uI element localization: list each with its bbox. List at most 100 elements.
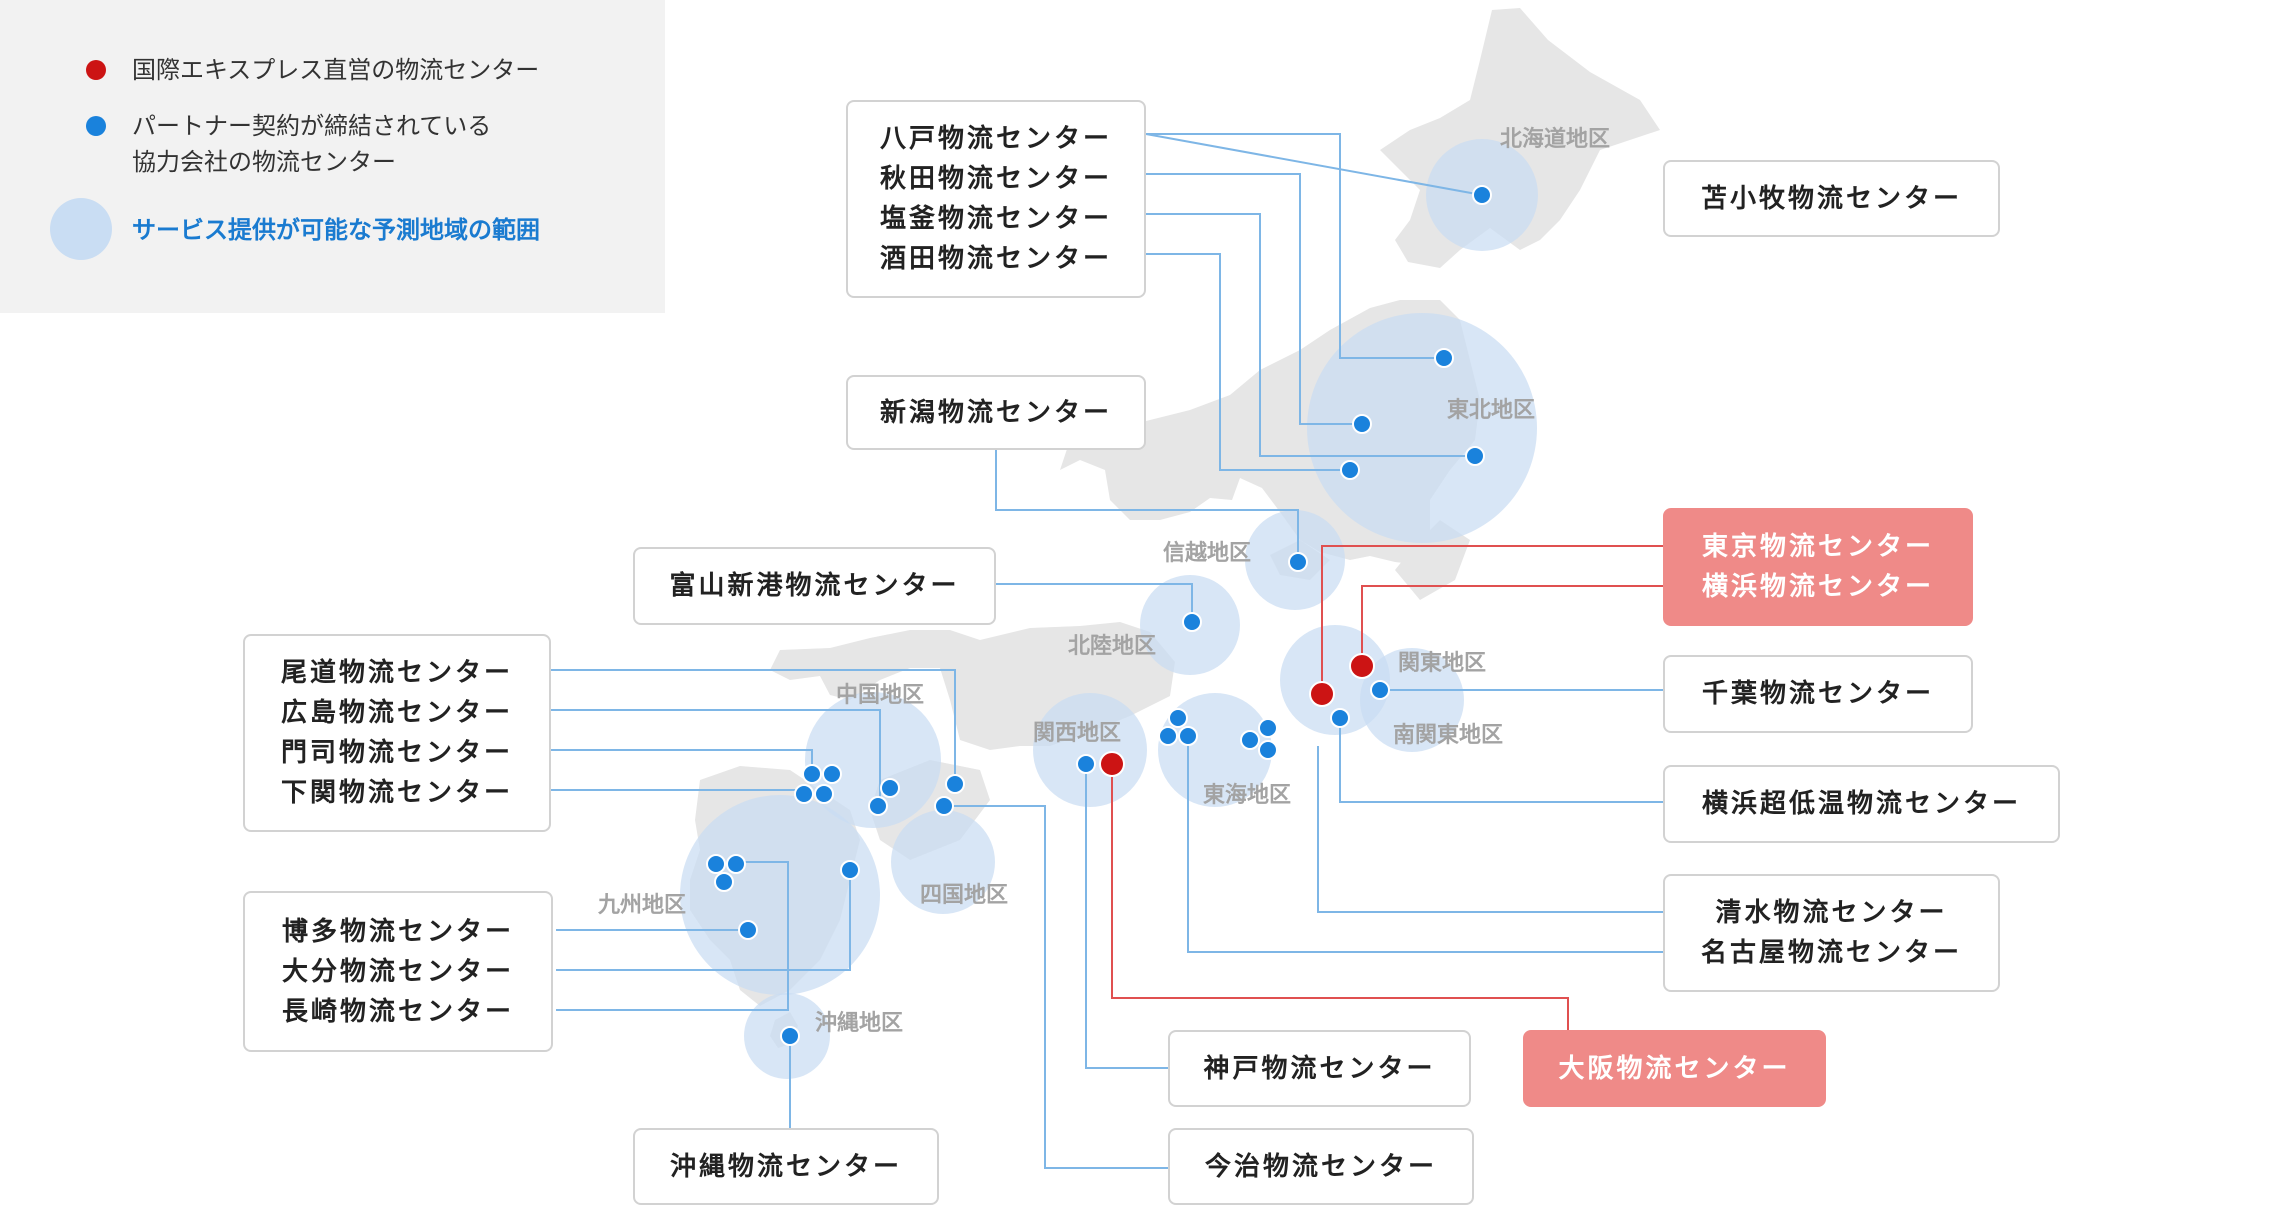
region-okinawa: 沖縄地区 (815, 1011, 903, 1036)
dot-hakata-2 (726, 854, 746, 874)
legend-panel: 国際エキスプレス直営の物流センター パートナー契約が締結されている 協力会社の物… (0, 0, 665, 313)
dot-hachinohe (1434, 348, 1454, 368)
box-imabari: 今治物流センター (1168, 1128, 1474, 1205)
region-hokkaido: 北海道地区 (1500, 126, 1610, 152)
region-labels: 北海道地区 東北地区 信越地区 北陸地区 関東地区 南関東地区 東海地区 関西地… (597, 126, 1610, 1036)
dot-tomakomai (1472, 185, 1492, 205)
coverage-minami-kanto (1360, 648, 1464, 752)
center-kobe: 神戸物流センター (1203, 1053, 1436, 1084)
dot-akita (1352, 414, 1372, 434)
dot-hakata-1 (706, 854, 726, 874)
dot-moji-1 (802, 764, 822, 784)
center-tomakomai: 苫小牧物流センター (1700, 183, 1962, 214)
center-moji: 門司物流センター (280, 738, 513, 768)
direct-leader-lines (1111, 545, 1663, 1030)
box-niigata: 新潟物流センター (846, 375, 1146, 450)
dot-yokohama-cold (1330, 708, 1350, 728)
dot-shimizu-3 (1258, 740, 1278, 760)
dot-oita (840, 860, 860, 880)
dot-okinawa (780, 1026, 800, 1046)
center-nagoya: 名古屋物流センター (1700, 938, 1962, 968)
dot-shimizu-1 (1258, 718, 1278, 738)
center-sakata: 酒田物流センター (879, 244, 1112, 274)
region-hokuriku: 北陸地区 (1068, 633, 1156, 659)
region-shikoku: 四国地区 (920, 883, 1008, 908)
dot-niigata (1288, 552, 1308, 572)
coverage-areas (680, 139, 1538, 1079)
center-yokohama: 横浜物流センター (1701, 572, 1934, 602)
legend-partner-label-1: パートナー契約が締結されている (132, 112, 492, 140)
region-kansai: 関西地区 (1033, 721, 1121, 746)
region-chugoku: 中国地区 (836, 683, 924, 708)
box-kobe: 神戸物流センター (1168, 1030, 1471, 1107)
box-tohoku-centers: 八戸物流センター 秋田物流センター 塩釜物流センター 酒田物流センター (846, 100, 1146, 298)
partner-dot-icon (86, 116, 106, 136)
center-onomichi: 尾道物流センター (280, 658, 513, 688)
dot-tokyo (1309, 681, 1335, 707)
center-osaka: 大阪物流センター (1558, 1053, 1791, 1084)
center-nagasaki: 長崎物流センター (281, 996, 514, 1027)
center-hakata: 博多物流センター (281, 916, 514, 947)
dot-shiogama (1465, 446, 1485, 466)
partner-leader-lines (546, 133, 1663, 1169)
legend-partner-label-2: 協力会社の物流センター (132, 148, 396, 176)
box-toyama: 富山新港物流センター (633, 547, 996, 625)
box-shimizu-nagoya: 清水物流センター 名古屋物流センター (1663, 874, 2000, 992)
center-imabari: 今治物流センター (1204, 1151, 1437, 1182)
coverage-shikoku (891, 810, 995, 914)
dot-hiroshima-2 (868, 796, 888, 816)
center-shimizu: 清水物流センター (1715, 898, 1948, 928)
box-osaka: 大阪物流センター (1523, 1030, 1826, 1107)
center-niigata: 新潟物流センター (879, 397, 1112, 428)
dot-nagasaki (738, 920, 758, 940)
center-tokyo: 東京物流センター (1701, 532, 1934, 562)
dot-moji-2 (822, 764, 842, 784)
dot-nagoya-3 (1178, 726, 1198, 746)
center-shimonoseki: 下関物流センター (280, 778, 513, 808)
dot-sakata (1340, 460, 1360, 480)
box-okinawa: 沖縄物流センター (633, 1128, 939, 1205)
dot-nagoya-1 (1168, 708, 1188, 728)
box-tokyo-yokohama: 東京物流センター 横浜物流センター (1663, 508, 1973, 626)
region-tokai: 東海地区 (1203, 782, 1291, 808)
dot-imabari (934, 796, 954, 816)
box-chugoku-centers: 尾道物流センター 広島物流センター 門司物流センター 下関物流センター (243, 634, 551, 832)
dot-shimonoseki-1 (794, 784, 814, 804)
dot-onomichi (945, 774, 965, 794)
dot-kobe (1076, 754, 1096, 774)
center-hachinohe: 八戸物流センター (879, 124, 1112, 154)
region-kanto: 関東地区 (1398, 651, 1486, 676)
box-kyushu-centers: 博多物流センター 大分物流センター 長崎物流センター (243, 891, 553, 1052)
coverage-chugoku (805, 692, 941, 828)
direct-dot-icon (86, 60, 106, 80)
partner-center-dots (706, 185, 1492, 1046)
center-shiogama: 塩釜物流センター (879, 204, 1112, 234)
center-chiba: 千葉物流センター (1701, 679, 1934, 709)
dot-hakata-3 (714, 872, 734, 892)
region-minami-kanto: 南関東地区 (1393, 723, 1503, 748)
center-toyama: 富山新港物流センター (669, 571, 960, 601)
box-tomakomai: 苫小牧物流センター (1663, 160, 2000, 237)
center-yokohama-cold: 横浜超低温物流センター (1701, 789, 2021, 819)
dot-toyama (1182, 612, 1202, 632)
box-chiba: 千葉物流センター (1663, 655, 1973, 733)
center-oita: 大分物流センター (281, 956, 514, 987)
dot-shimonoseki-2 (814, 784, 834, 804)
dot-hiroshima (880, 778, 900, 798)
dot-shimizu-2 (1240, 730, 1260, 750)
legend-direct-label: 国際エキスプレス直営の物流センター (132, 56, 540, 84)
coverage-kansai (1033, 693, 1147, 807)
center-okinawa: 沖縄物流センター (669, 1151, 902, 1182)
coverage-tohoku (1307, 313, 1537, 543)
legend-coverage-label: サービス提供が可能な予測地域の範囲 (132, 216, 540, 244)
dot-nagoya-2 (1158, 726, 1178, 746)
dot-osaka (1099, 751, 1125, 777)
coverage-kyushu (680, 795, 880, 995)
dot-chiba (1370, 680, 1390, 700)
coverage-circle-icon (50, 198, 112, 260)
region-tohoku: 東北地区 (1447, 398, 1535, 423)
center-hiroshima: 広島物流センター (280, 698, 513, 728)
dot-yokohama (1349, 653, 1375, 679)
direct-center-dots (1099, 653, 1375, 777)
